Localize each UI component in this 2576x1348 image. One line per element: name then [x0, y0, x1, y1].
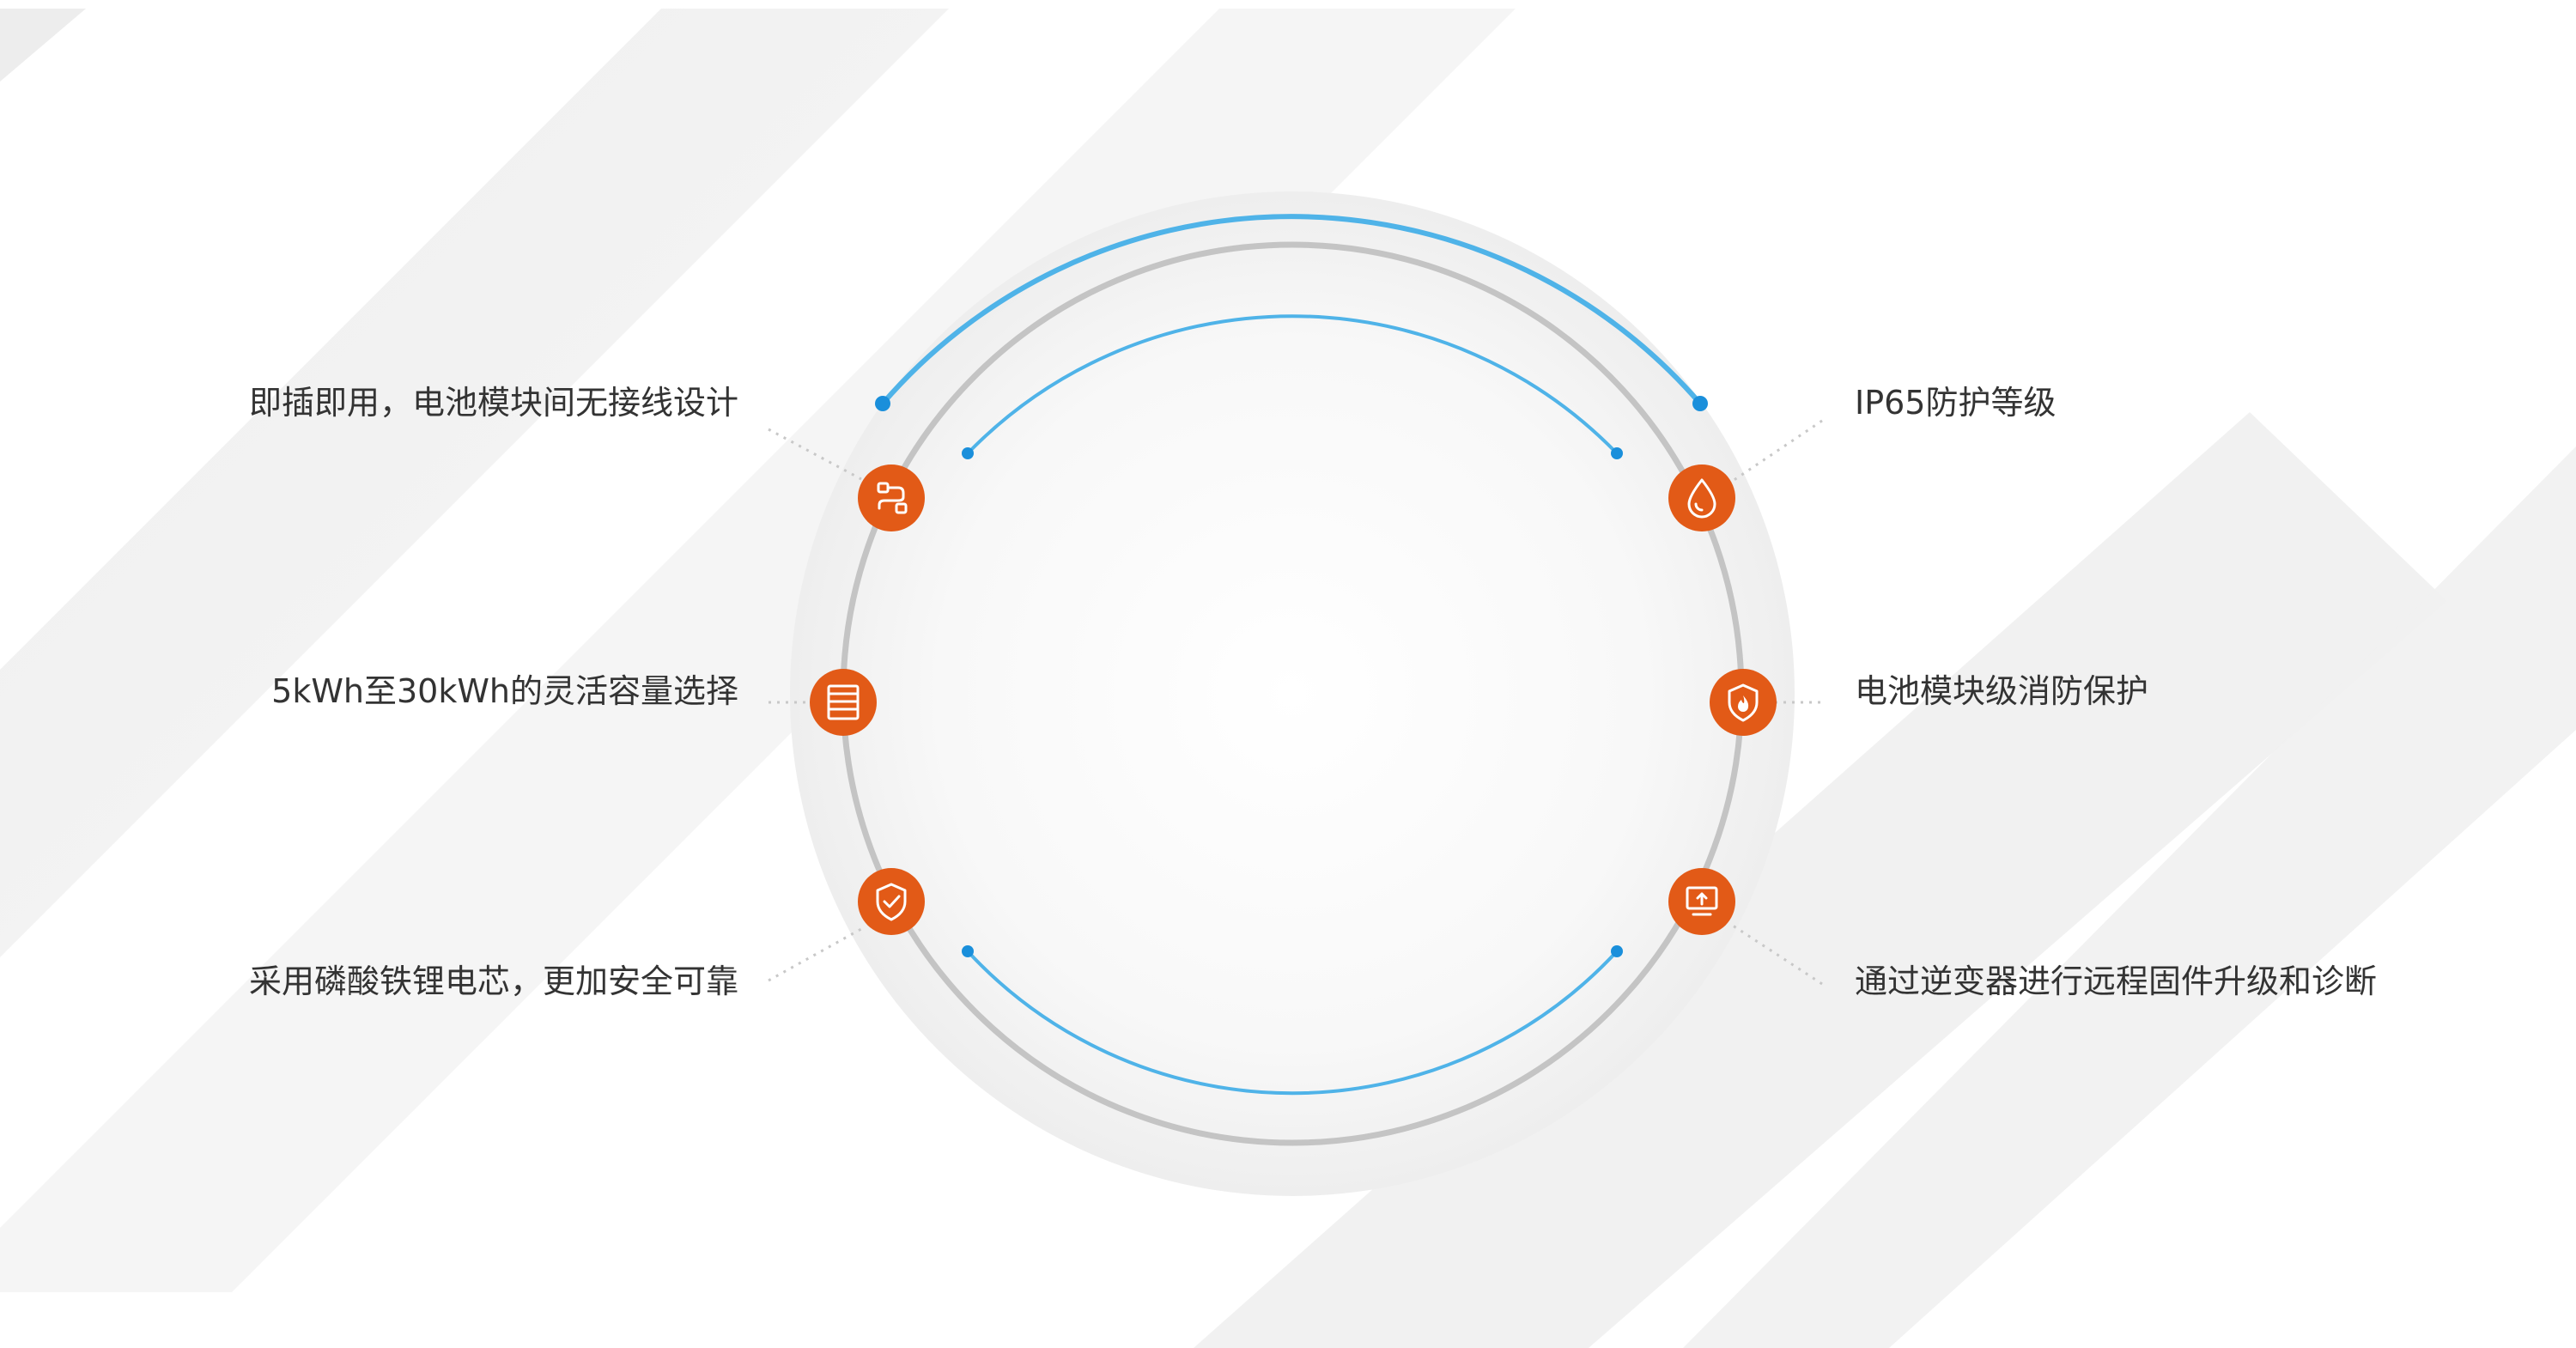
center-disc [790, 191, 1795, 1196]
inner-top-arc [966, 314, 1619, 455]
leader-line [768, 927, 862, 982]
icon-badge-fire [1710, 669, 1777, 736]
icon-badge-connector [858, 465, 925, 531]
feature-label-ip65: IP65防护等级 [1855, 384, 2057, 422]
background-stripe [0, 9, 86, 82]
connector-plug-icon [877, 482, 908, 514]
fire-shield-icon [1728, 683, 1759, 722]
feature-label-remote-firmware: 通过逆变器进行远程固件升级和诊断 [1855, 962, 2378, 1000]
icon-badge-monitor [1668, 868, 1735, 935]
arc-end-dot [1611, 945, 1623, 957]
water-drop-icon [1687, 478, 1716, 519]
feature-label-plug-and-play: 即插即用，电池模块间无接线设计 [248, 384, 738, 422]
background-stripe [0, 9, 949, 957]
arc-end-dot [962, 945, 974, 957]
inner-bottom-arc [966, 950, 1619, 1096]
shield-check-icon [876, 883, 907, 921]
outer-top-arc [880, 214, 1703, 405]
arc-end-dot [1692, 396, 1708, 411]
arc-end-dot [875, 396, 890, 411]
icon-badge-shield [858, 868, 925, 935]
icon-badge-drop [1668, 465, 1735, 531]
feature-label-capacity: 5kWh至30kWh的灵活容量选择 [271, 672, 738, 710]
leader-line [1732, 419, 1823, 483]
feature-label-fire-protection: 电池模块级消防保护 [1855, 672, 2149, 710]
arc-end-dot [1611, 447, 1623, 459]
feature-label-lfp-cells: 采用磷酸铁锂电芯，更加安全可靠 [248, 962, 738, 1000]
icon-badge-battery [810, 669, 877, 736]
leader-line [768, 428, 862, 481]
firmware-upgrade-monitor-icon [1686, 886, 1718, 916]
background-stripe [1683, 446, 2576, 1348]
leader-line [1732, 924, 1823, 986]
battery-stack-icon [827, 684, 860, 720]
arc-end-dot [962, 447, 974, 459]
